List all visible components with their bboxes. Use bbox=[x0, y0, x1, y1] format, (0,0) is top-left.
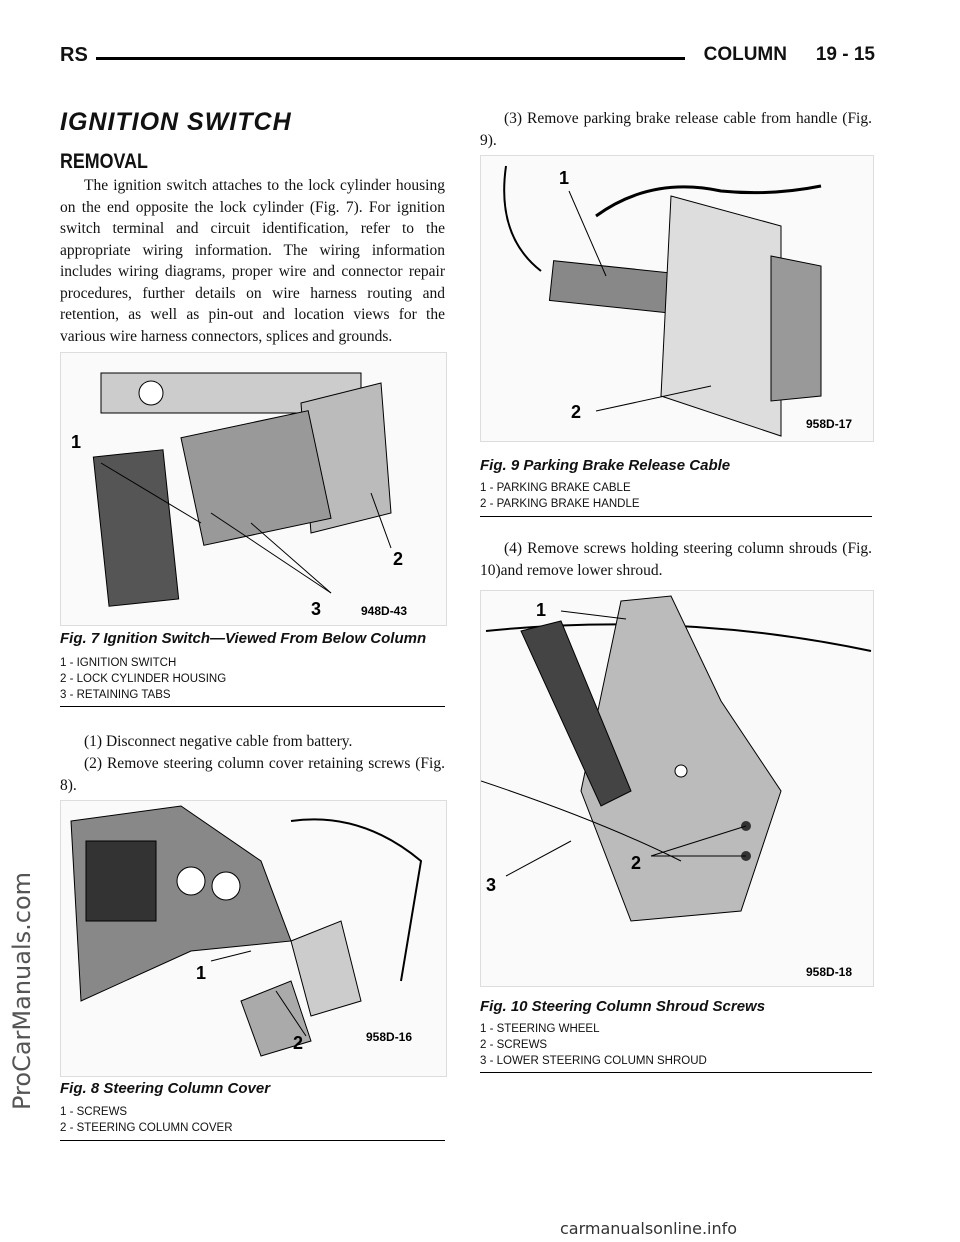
fig7-legend-item: 1 - IGNITION SWITCH bbox=[60, 657, 177, 669]
header-rule bbox=[96, 57, 685, 60]
header-section: COLUMN bbox=[703, 44, 787, 65]
fig7-callout-3: 3 bbox=[311, 599, 321, 619]
fig10-legend: 1 - STEERING WHEEL 2 - SCREWS 3 - LOWER … bbox=[480, 1021, 707, 1069]
fig7-rule bbox=[60, 706, 445, 707]
fig10-legend-item: 2 - SCREWS bbox=[480, 1039, 548, 1051]
fig7-legend-item: 2 - LOCK CYLINDER HOUSING bbox=[60, 673, 227, 685]
fig10-callout-2: 2 bbox=[631, 853, 641, 873]
fig7-callout-2: 2 bbox=[393, 549, 403, 569]
fig8-legend-item: 2 - STEERING COLUMN COVER bbox=[60, 1122, 233, 1134]
step-3: (3) Remove parking brake release cable f… bbox=[480, 110, 872, 149]
header-page-number: 19 - 15 bbox=[815, 44, 875, 65]
fig8-caption: Fig. 8 Steering Column Cover bbox=[60, 1080, 271, 1097]
fig9-callout-2: 2 bbox=[571, 402, 581, 422]
section-heading: REMOVAL bbox=[60, 150, 148, 173]
fig10-legend-item: 1 - STEERING WHEEL bbox=[480, 1023, 600, 1035]
watermark: ProCarManuals.com bbox=[8, 871, 36, 1110]
fig9-legend-item: 1 - PARKING BRAKE CABLE bbox=[480, 482, 631, 494]
intro-paragraph: The ignition switch attaches to the lock… bbox=[60, 177, 445, 345]
fig9-legend: 1 - PARKING BRAKE CABLE 2 - PARKING BRAK… bbox=[480, 480, 640, 512]
header-model: RS bbox=[60, 44, 88, 66]
fig7-legend-item: 3 - RETAINING TABS bbox=[60, 689, 171, 701]
fig10-callout-3: 3 bbox=[486, 875, 496, 895]
fig8-callout-2: 2 bbox=[293, 1033, 303, 1053]
fig10-caption: Fig. 10 Steering Column Shroud Screws bbox=[480, 998, 766, 1015]
fig7-callout-1: 1 bbox=[71, 432, 81, 452]
fig10-callout-1: 1 bbox=[536, 600, 546, 620]
fig9-callout-1: 1 bbox=[559, 168, 569, 188]
fig9-legend-item: 2 - PARKING BRAKE HANDLE bbox=[480, 498, 640, 510]
figure-10-illustration: 1 2 3 958D-18 bbox=[480, 590, 874, 987]
figure-9-illustration: 1 2 958D-17 bbox=[480, 155, 874, 442]
fig8-rule bbox=[60, 1140, 445, 1141]
fig9-id: 958D-17 bbox=[806, 417, 852, 431]
fig10-legend-item: 3 - LOWER STEERING COLUMN SHROUD bbox=[480, 1055, 707, 1067]
fig8-legend-item: 1 - SCREWS bbox=[60, 1106, 128, 1118]
page-title: IGNITION SWITCH bbox=[60, 108, 292, 136]
fig9-rule bbox=[480, 516, 872, 517]
fig10-rule bbox=[480, 1072, 872, 1073]
figure-7-illustration: 1 2 3 948D-43 bbox=[60, 352, 447, 626]
page-header: RS COLUMN 19 - 15 bbox=[60, 44, 875, 72]
fig7-caption: Fig. 7 Ignition Switch—Viewed From Below… bbox=[60, 630, 427, 647]
fig10-id: 958D-18 bbox=[806, 965, 852, 979]
fig8-legend: 1 - SCREWS 2 - STEERING COLUMN COVER bbox=[60, 1104, 233, 1136]
step-2: (2) Remove steering column cover retaini… bbox=[60, 755, 445, 794]
fig7-id: 948D-43 bbox=[361, 604, 407, 618]
fig8-id: 958D-16 bbox=[366, 1030, 412, 1044]
fig8-callout-1: 1 bbox=[196, 963, 206, 983]
footer-watermark: carmanualsonline.info bbox=[560, 1219, 738, 1238]
fig7-legend: 1 - IGNITION SWITCH 2 - LOCK CYLINDER HO… bbox=[60, 655, 226, 703]
step-1: (1) Disconnect negative cable from batte… bbox=[84, 733, 353, 750]
figure-8-illustration: 1 2 958D-16 bbox=[60, 800, 447, 1077]
step-4: (4) Remove screws holding steering colum… bbox=[480, 540, 872, 579]
fig9-caption: Fig. 9 Parking Brake Release Cable bbox=[480, 457, 731, 474]
